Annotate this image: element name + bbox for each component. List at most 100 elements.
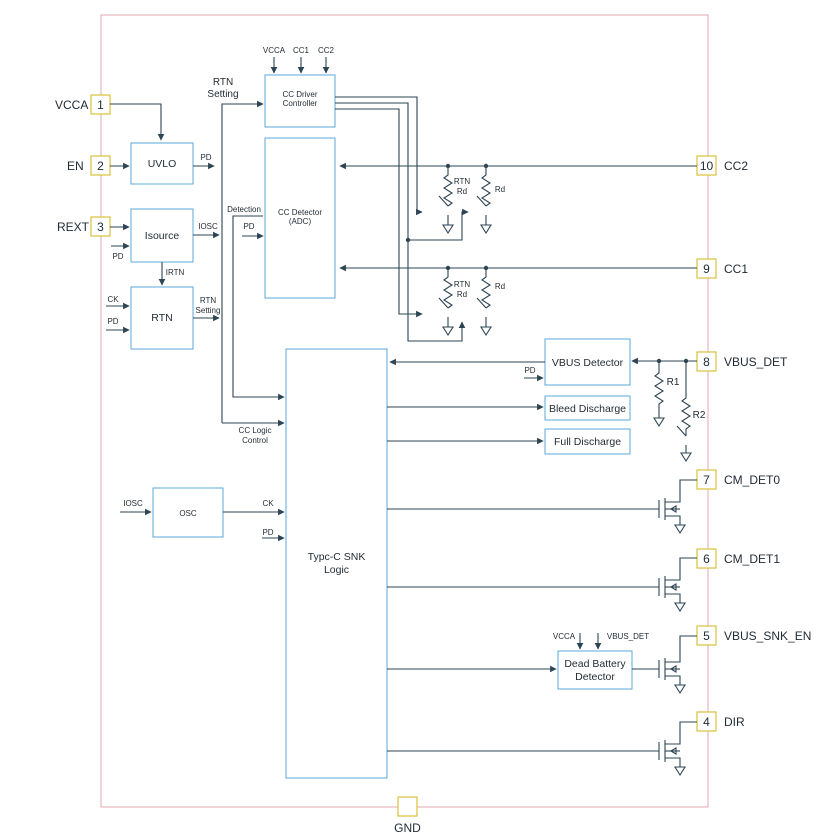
mosfet-cm-det0 [658, 479, 697, 535]
pin-10-cc2: 10 CC2 [696, 155, 748, 176]
pin-5-label: VBUS_SNK_EN [724, 629, 811, 643]
pin-gnd-box [397, 796, 418, 817]
signal-rtn-setting-line2: Setting [207, 89, 238, 100]
uvlo-label: UVLO [148, 158, 177, 170]
resistor-rd-cc2: Rd [495, 185, 505, 194]
osc-label: OSC [179, 509, 197, 518]
pin-10-number: 10 [700, 159, 714, 173]
cc2-rd-branch [476, 166, 492, 235]
cc-driver-label-line2: Controller [283, 99, 318, 108]
pin-1-vcca: 1 VCCA [55, 94, 111, 115]
cc-detector-label-line2: (ADC) [289, 217, 312, 226]
signal-pd-vbusdet: PD [524, 366, 535, 375]
pin-gnd-label: GND [394, 821, 421, 835]
cc-driver-label-line1: CC Driver [282, 90, 317, 99]
resistor-rd-cc1: Rd [495, 282, 505, 291]
uvlo-block: UVLO [130, 142, 194, 185]
signal-iosc: IOSC [198, 222, 218, 231]
signal-ck-rtn: CK [107, 295, 119, 304]
cc-driver-controller-block: CC Driver Controller [264, 74, 336, 128]
vbus-detector-block: VBUS Detector [544, 338, 631, 386]
signal-pd-uvlo: PD [200, 153, 211, 162]
bleed-discharge-label: Bleed Discharge [549, 403, 626, 415]
pin-8-vbus-det: 8 VBUS_DET [696, 351, 788, 372]
signal-vcca-deadbatt: VCCA [553, 632, 576, 641]
signal-vcca-top: VCCA [263, 46, 286, 55]
pin-9-label: CC1 [724, 262, 748, 276]
signal-pd-logic: PD [262, 528, 273, 537]
full-discharge-block: Full Discharge [544, 428, 631, 455]
cc-detector-block: CC Detector (ADC) [264, 137, 336, 299]
vbus-r1-branch [653, 361, 665, 428]
snk-logic-label-line1: Typc-C SNK [308, 551, 366, 563]
pin-9-number: 9 [703, 262, 710, 276]
resistor-r1: R1 [667, 377, 680, 388]
pin-10-label: CC2 [724, 159, 748, 173]
signal-iosc-osc: IOSC [123, 499, 143, 508]
signal-vbus-det-deadbatt: VBUS_DET [607, 632, 649, 641]
cc2-rtn-rd-branch [438, 166, 454, 235]
signal-rtn-setting-line1: RTN [213, 77, 233, 88]
signal-cc1-top: CC1 [293, 46, 310, 55]
resistor-rtn-rd-cc2-line1: RTN [454, 177, 471, 186]
pin-4-label: DIR [724, 715, 745, 729]
dead-battery-detector-block: Dead Battery Detector [557, 650, 633, 690]
cc1-rtn-rd-branch [438, 268, 454, 337]
resistor-r2: R2 [693, 410, 706, 421]
cc1-rd-branch [476, 268, 492, 337]
pin-8-number: 8 [703, 355, 710, 369]
isource-block: Isource [130, 208, 194, 263]
osc-block: OSC [152, 487, 224, 538]
snk-logic-label-line2: Logic [324, 564, 349, 576]
pin-3-number: 3 [97, 220, 104, 234]
mosfet-vbus-snk-en [658, 635, 697, 695]
mosfet-dir [658, 721, 697, 777]
signal-ck-osc: CK [262, 499, 274, 508]
signal-rtn-setting-small-line1: RTN [200, 296, 217, 305]
pin-1-number: 1 [97, 98, 104, 112]
resistor-rtn-rd-cc2-line2: Rd [457, 187, 467, 196]
pin-5-vbus-snk-en: 5 VBUS_SNK_EN [696, 625, 811, 646]
signal-pd-rtn: PD [107, 317, 118, 326]
rtn-label: RTN [151, 312, 172, 324]
pin-2-en: 2 EN [67, 155, 111, 176]
signal-cc2-top: CC2 [318, 46, 335, 55]
cc-detector-label-line1: CC Detector [278, 208, 322, 217]
pin-6-number: 6 [703, 552, 710, 566]
pin-7-label: CM_DET0 [724, 473, 780, 487]
signal-pd-ccdet: PD [243, 222, 254, 231]
pin-4-number: 4 [703, 715, 710, 729]
resistor-rtn-rd-cc1-line1: RTN [454, 280, 471, 289]
pin-7-number: 7 [703, 473, 710, 487]
signal-cc-logic-control-line2: Control [242, 436, 268, 445]
pin-7-cm-det0: 7 CM_DET0 [696, 469, 780, 490]
signal-irtn: IRTN [166, 268, 185, 277]
dead-battery-label-line1: Dead Battery [564, 658, 626, 670]
resistor-rtn-rd-cc1-line2: Rd [457, 290, 467, 299]
pin-6-cm-det1: 6 CM_DET1 [696, 548, 780, 569]
pin-3-label: REXT [57, 220, 90, 234]
bleed-discharge-block: Bleed Discharge [544, 395, 631, 421]
pin-2-label: EN [67, 159, 84, 173]
pin-3-rext: 3 REXT [57, 216, 111, 237]
pin-8-label: VBUS_DET [724, 355, 788, 369]
pin-6-label: CM_DET1 [724, 552, 780, 566]
pin-5-number: 5 [703, 629, 710, 643]
pin-4-dir: 4 DIR [696, 711, 745, 732]
wires [106, 57, 697, 752]
mosfet-cm-det1 [658, 557, 697, 613]
full-discharge-label: Full Discharge [554, 436, 621, 448]
isource-label: Isource [145, 230, 180, 242]
signal-rtn-setting-small-line2: Setting [196, 306, 221, 315]
signal-detection: Detection [227, 205, 261, 214]
vbus-r2-branch [676, 361, 692, 463]
snk-logic-block: Typc-C SNK Logic [285, 348, 388, 779]
pin-2-number: 2 [97, 159, 104, 173]
vbus-detector-label: VBUS Detector [552, 357, 624, 369]
pin-9-cc1: 9 CC1 [696, 258, 748, 279]
signal-pd-isource: PD [112, 252, 123, 261]
pin-gnd: GND [394, 796, 421, 835]
pin-1-label: VCCA [55, 98, 88, 112]
dead-battery-label-line2: Detector [575, 671, 615, 683]
